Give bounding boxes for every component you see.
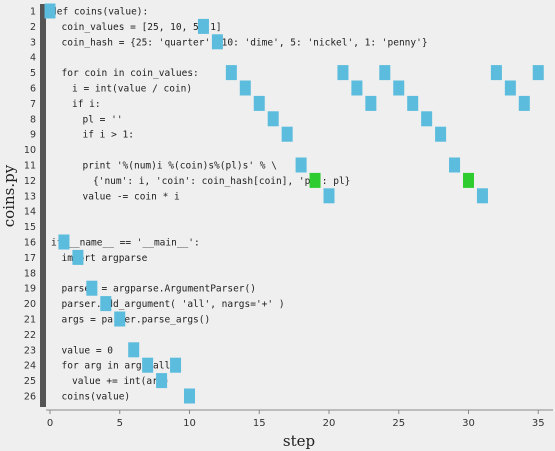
line-number: 3 (30, 37, 36, 48)
x-tick-label: 25 (392, 418, 405, 429)
step-marker (197, 18, 209, 34)
line-number: 10 (24, 145, 36, 156)
line-number: 7 (30, 99, 36, 110)
code-line: if __name__ == '__main__': (51, 238, 200, 249)
line-number: 12 (24, 176, 36, 187)
x-tick-label: 15 (253, 418, 266, 429)
code-line: coin_values = [25, 10, 5, 1] (62, 22, 222, 33)
x-axis-label: step (283, 432, 315, 450)
line-number: 20 (24, 299, 36, 310)
step-marker (365, 95, 377, 111)
step-marker (421, 111, 433, 127)
file-label: coins.py (0, 164, 18, 227)
line-number: 26 (24, 392, 36, 403)
x-tick-label: 5 (117, 418, 123, 429)
x-tick-label: 10 (183, 418, 196, 429)
step-marker (504, 80, 516, 96)
step-marker (156, 373, 168, 389)
step-marker (337, 65, 349, 81)
code-line: coins(value) (62, 392, 131, 403)
step-marker (114, 311, 126, 327)
line-number: 4 (30, 53, 36, 64)
code-line: def coins(value): (51, 7, 148, 18)
step-marker-highlight (309, 172, 321, 188)
code-line: if i: (72, 99, 101, 110)
line-number: 18 (24, 268, 36, 279)
code-line: args = parser.parse_args() (62, 315, 211, 326)
x-tick-label: 35 (532, 418, 545, 429)
step-marker (518, 95, 530, 111)
line-number: 2 (30, 22, 36, 33)
code-line: parser = argparse.ArgumentParser() (62, 284, 256, 295)
step-marker (407, 95, 419, 111)
step-marker (379, 65, 391, 81)
x-axis-ticks: 0 5 10 15 20 25 30 35 (47, 410, 545, 429)
line-number: 24 (24, 361, 36, 372)
code-line: print '%(num)i %(coin)s%(pl)s' % \ (83, 161, 277, 172)
step-markers (44, 3, 544, 404)
step-marker (253, 95, 265, 111)
line-number: 21 (24, 315, 36, 326)
step-marker (86, 280, 98, 296)
line-number: 1 (30, 7, 36, 18)
step-marker (239, 80, 251, 96)
line-number: 15 (24, 222, 36, 233)
step-marker (170, 357, 182, 373)
code-line: {'num': i, 'coin': coin_hash[coin], 'pl'… (93, 176, 350, 187)
step-marker (393, 80, 405, 96)
x-tick-label: 0 (47, 418, 53, 429)
line-number: 17 (24, 253, 36, 264)
line-number: 6 (30, 84, 36, 95)
step-marker (449, 157, 461, 173)
step-marker (532, 65, 544, 81)
step-marker (490, 65, 502, 81)
step-marker (267, 111, 279, 127)
step-marker (142, 357, 154, 373)
step-marker (323, 188, 335, 204)
line-number: 25 (24, 376, 36, 387)
line-number: 9 (30, 130, 36, 141)
step-marker (100, 296, 112, 312)
step-marker (435, 126, 447, 142)
line-number: 22 (24, 330, 36, 341)
code-line: for arg in args.all: (62, 361, 176, 372)
step-marker (225, 65, 237, 81)
line-number: 19 (24, 284, 36, 295)
step-marker (351, 80, 363, 96)
step-marker (44, 3, 56, 19)
step-marker (281, 126, 293, 142)
step-marker (72, 249, 84, 265)
code-line: for coin in coin_values: (62, 68, 199, 79)
code-line: value = 0 (62, 345, 114, 356)
code-line: import argparse (62, 253, 148, 264)
step-marker (211, 34, 223, 50)
step-marker (184, 388, 195, 404)
code-lines: 1 def coins(value): 2 coin_values = [25, 10… (24, 7, 428, 403)
line-number: 16 (24, 238, 36, 249)
line-number: 13 (24, 191, 36, 202)
step-marker (128, 342, 140, 358)
code-line: parser.add_argument( 'all', nargs='+' ) (62, 299, 285, 310)
code-line: value -= coin * i (83, 191, 181, 202)
code-line: value += int(arg) (72, 376, 169, 387)
line-number: 14 (24, 207, 36, 218)
line-number: 5 (30, 68, 36, 79)
step-marker-highlight (463, 172, 474, 188)
step-marker (58, 234, 70, 250)
code-line: pl = '' (83, 114, 123, 125)
left-gutter-bar (40, 4, 46, 407)
code-line: i = int(value / coin) (72, 84, 192, 95)
line-number: 11 (24, 161, 36, 172)
line-number: 23 (24, 345, 36, 356)
x-tick-label: 20 (323, 418, 336, 429)
step-marker (295, 157, 307, 173)
x-tick-label: 30 (462, 418, 475, 429)
step-marker (476, 188, 488, 204)
code-line: coin_hash = {25: 'quarter', 10: 'dime', … (62, 37, 428, 48)
code-line: if i > 1: (83, 130, 134, 141)
line-number: 8 (30, 114, 36, 125)
